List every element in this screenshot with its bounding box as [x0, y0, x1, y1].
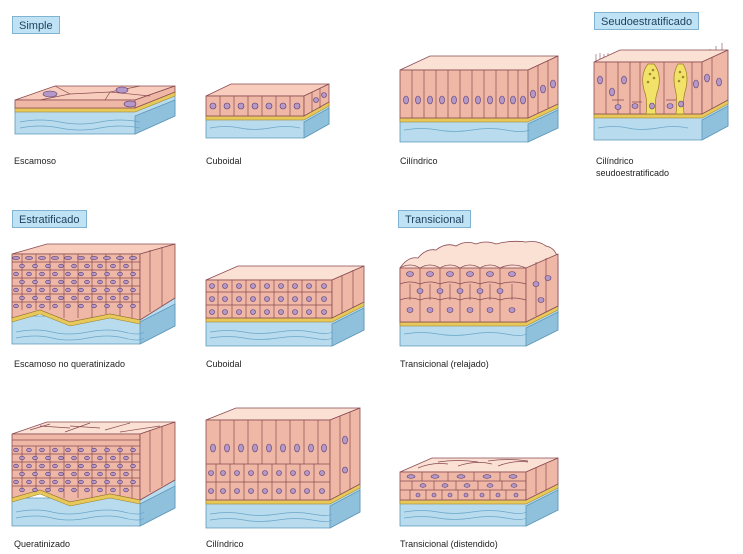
caption-transitional-relaxed: Transicional (relajado)	[400, 358, 489, 370]
transitional-relaxed-illustration	[398, 244, 563, 352]
caption-transitional-distended: Transicional (distendido)	[400, 538, 498, 550]
header-stratified: Estratificado	[12, 210, 87, 228]
simple-columnar-illustration	[398, 52, 563, 148]
caption-stratified-nonkeratinized: Escamoso no queratinizado	[14, 358, 125, 370]
simple-cuboidal-illustration	[204, 78, 334, 148]
stratified-columnar-illustration	[204, 404, 364, 532]
caption-simple-cuboidal: Cuboidal	[206, 155, 242, 167]
simple-squamous-illustration	[10, 78, 180, 148]
caption-stratified-columnar: Cilíndrico	[206, 538, 244, 550]
caption-simple-squamous: Escamoso	[14, 155, 56, 167]
pseudostratified-illustration	[592, 40, 732, 148]
transitional-distended-illustration	[398, 454, 563, 532]
caption-stratified-cuboidal: Cuboidal	[206, 358, 242, 370]
keratinized-illustration	[10, 418, 180, 530]
stratified-cuboidal-illustration	[204, 262, 369, 352]
caption-pseudostratified: Cilíndrico seudoestratificado	[596, 155, 669, 179]
header-simple: Simple	[12, 16, 60, 34]
caption-simple-columnar: Cilíndrico	[400, 155, 438, 167]
stratified-squamous-nonkeratinized-illustration	[10, 240, 180, 350]
header-pseudostratified: Seudoestratificado	[594, 12, 699, 30]
header-transitional: Transicional	[398, 210, 471, 228]
caption-keratinized: Queratinizado	[14, 538, 70, 550]
